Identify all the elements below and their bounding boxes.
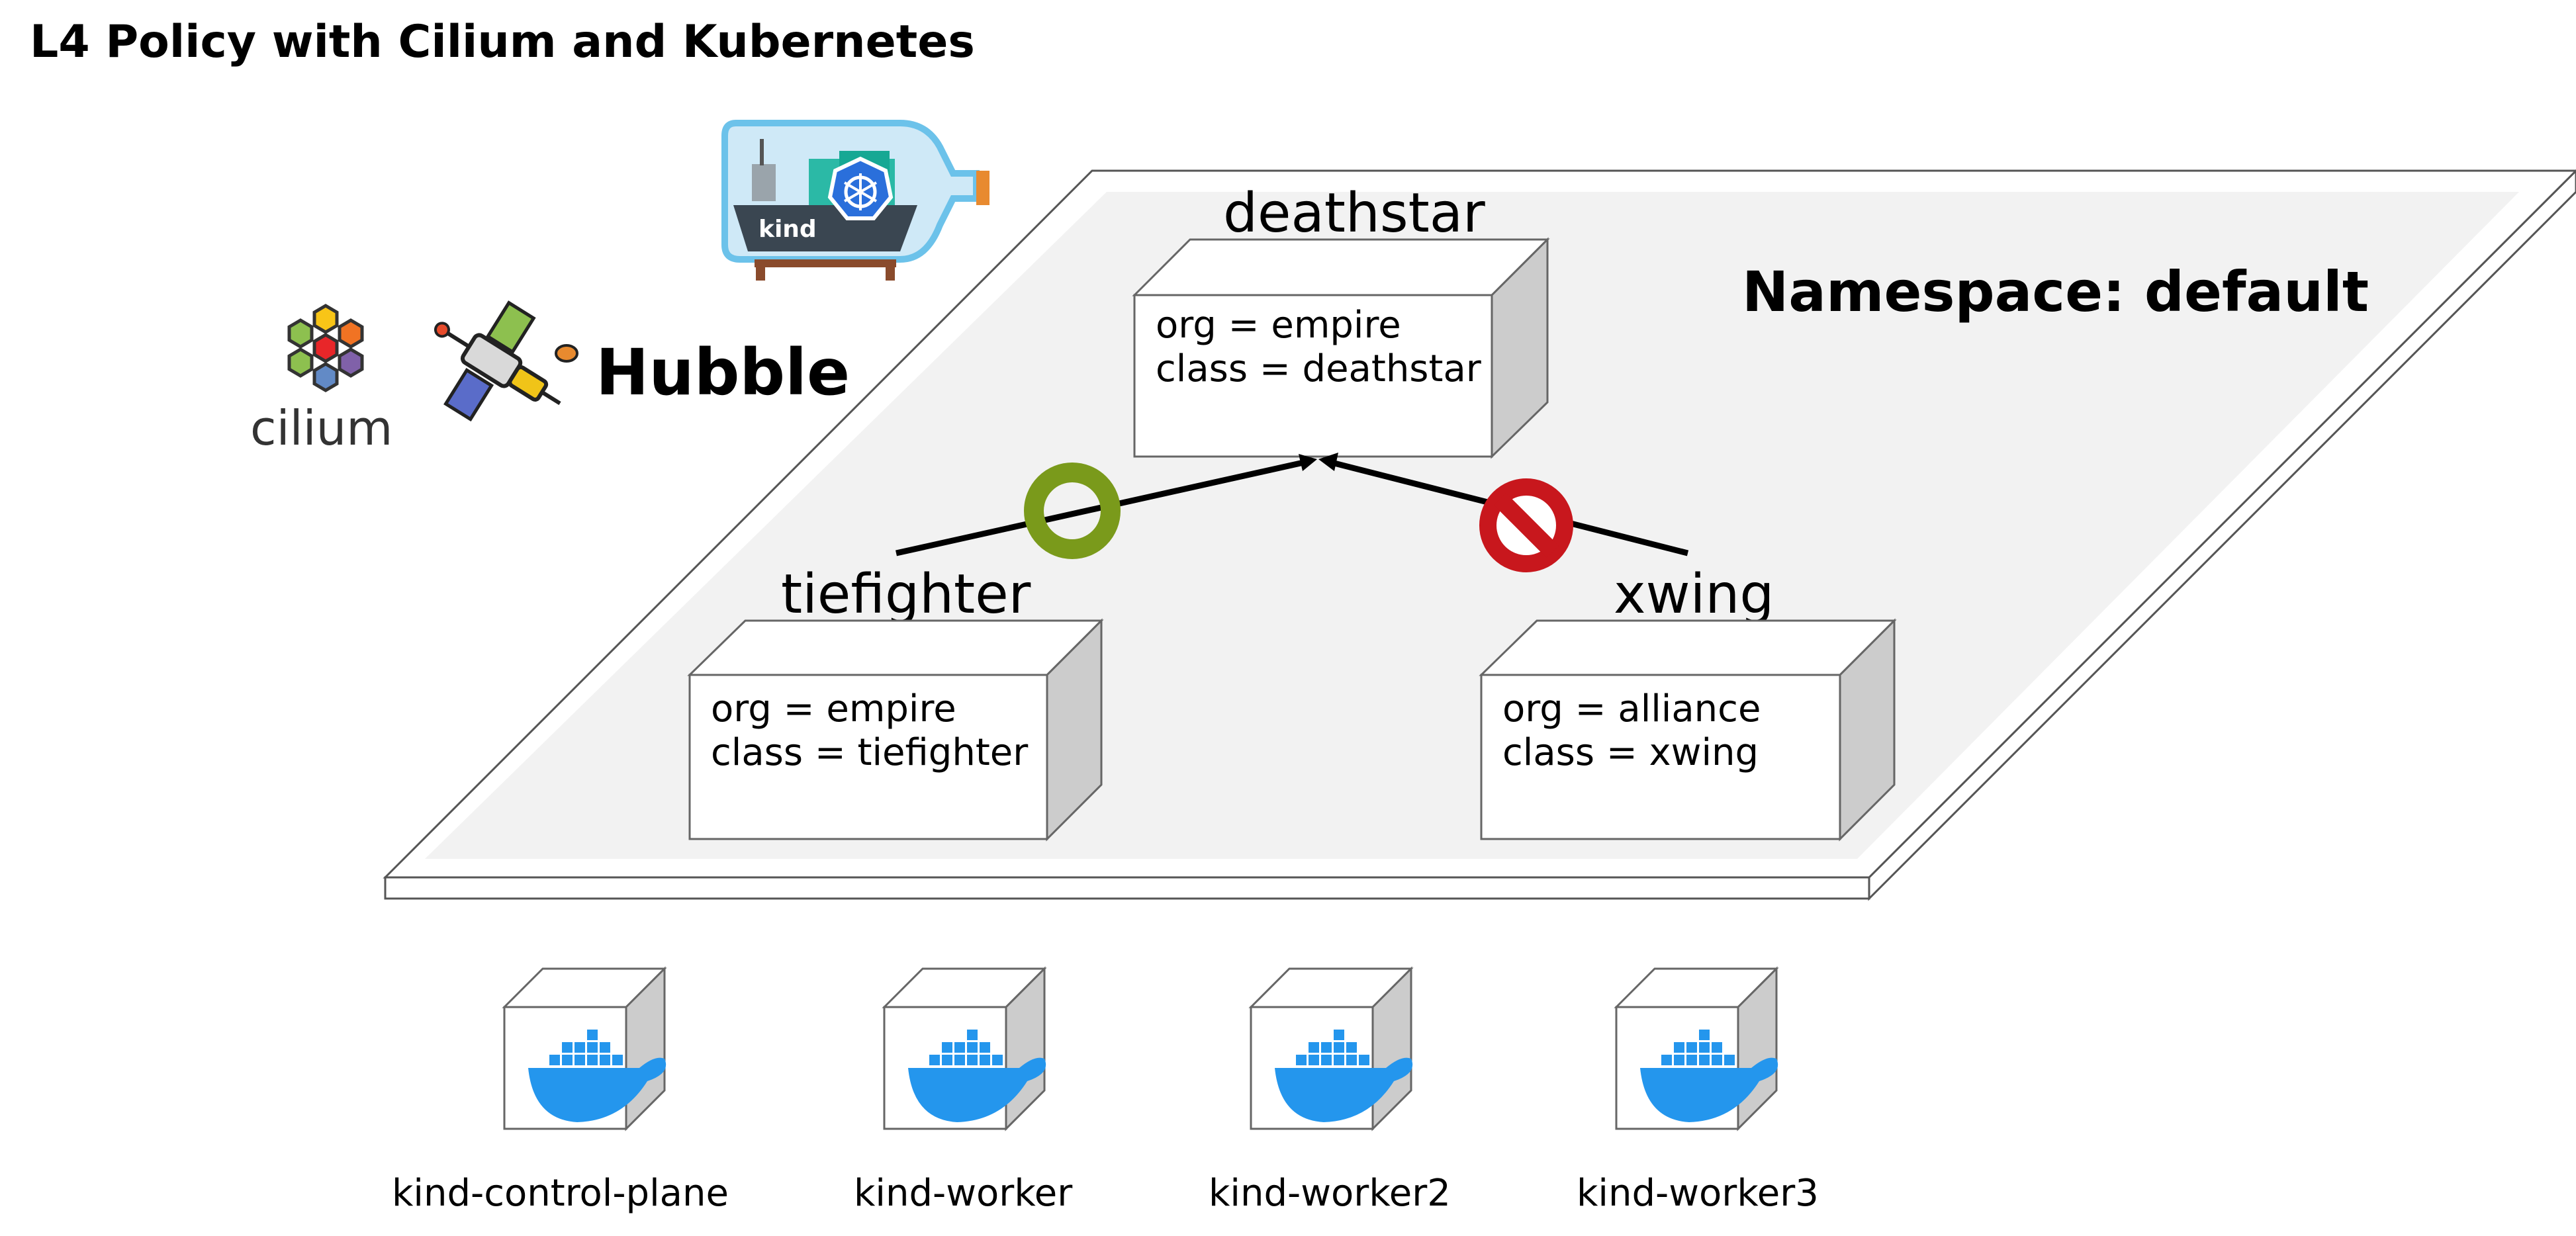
node-label: kind-worker — [854, 1172, 1073, 1215]
cilium-logo — [287, 304, 364, 392]
node-docker-cube — [1614, 966, 1779, 1131]
pod-name-tiefighter: tiefighter — [781, 563, 1031, 626]
docker-whale-icon — [528, 1030, 667, 1122]
tiefighter-label-class: class = tiefighter — [711, 731, 1029, 774]
deathstar-label-org: org = empire — [1156, 304, 1401, 347]
slide-title: L4 Policy with Cilium and Kubernetes — [30, 16, 975, 68]
node-docker-cube — [1248, 966, 1414, 1131]
pod-box-xwing — [1479, 618, 1897, 842]
allowed-icon — [1024, 463, 1121, 559]
denied-icon — [1479, 478, 1573, 572]
hubble-satellite-icon — [434, 300, 578, 422]
xwing-label-class: class = xwing — [1502, 731, 1759, 774]
kind-logo-text: kind — [759, 216, 817, 243]
pod-name-xwing: xwing — [1614, 563, 1774, 626]
kind-logo: kind — [721, 120, 989, 281]
namespace-label: Namespace: default — [1742, 259, 2369, 324]
hubble-logo-text: Hubble — [596, 335, 850, 410]
node-label: kind-control-plane — [392, 1172, 729, 1215]
pod-name-deathstar: deathstar — [1223, 182, 1485, 245]
deathstar-label-class: class = deathstar — [1156, 347, 1482, 390]
cilium-logo-text: cilium — [250, 400, 392, 456]
pod-box-tiefighter — [687, 618, 1104, 842]
docker-whale-icon — [908, 1030, 1046, 1122]
node-label: kind-worker3 — [1577, 1172, 1819, 1215]
tiefighter-label-org: org = empire — [711, 687, 956, 730]
pod-box-deathstar — [1132, 237, 1550, 459]
node-docker-cube — [502, 966, 667, 1131]
node-docker-cube — [882, 966, 1047, 1131]
xwing-label-org: org = alliance — [1502, 687, 1761, 730]
docker-whale-icon — [1275, 1030, 1413, 1122]
docker-whale-icon — [1640, 1030, 1778, 1122]
node-label: kind-worker2 — [1209, 1172, 1451, 1215]
